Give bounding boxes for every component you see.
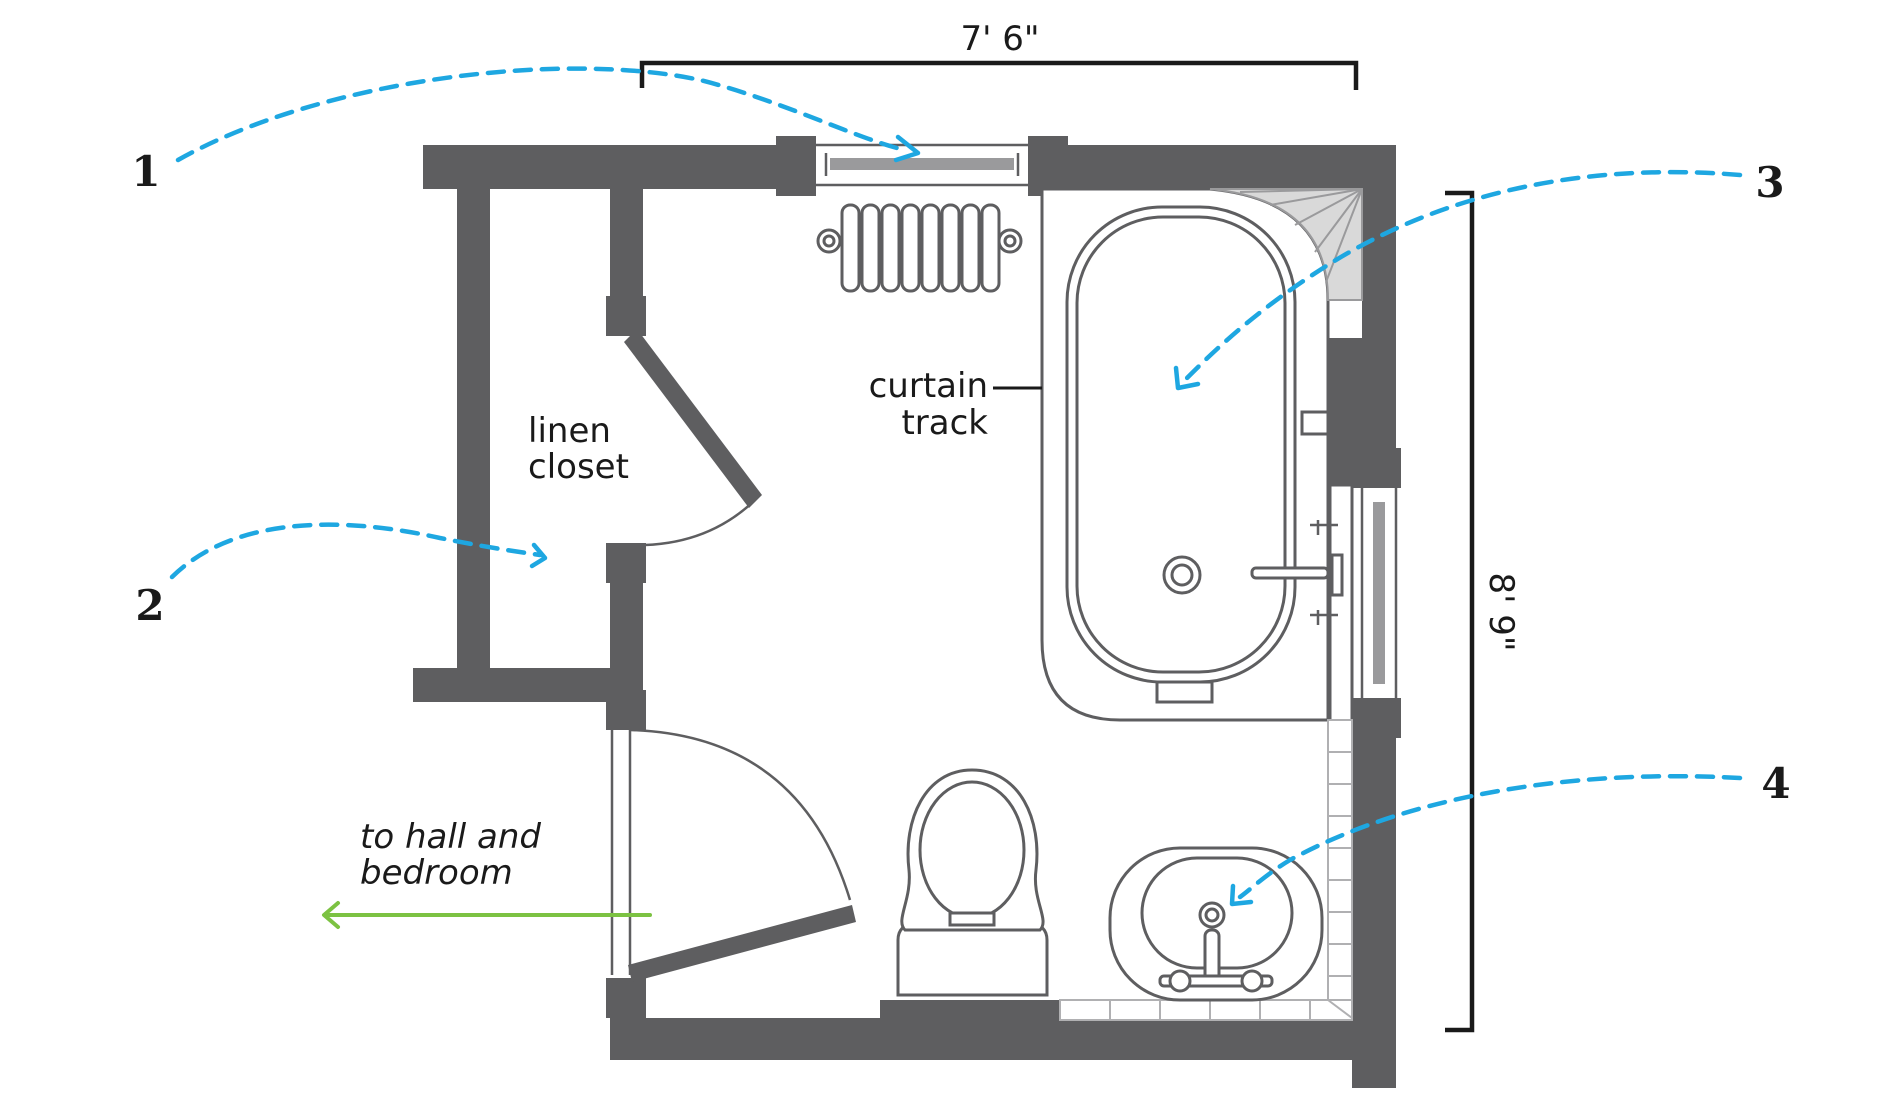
entry-door bbox=[610, 728, 856, 982]
toilet-hinge bbox=[948, 911, 996, 927]
entry-door-leaf bbox=[628, 905, 856, 982]
callout-arrow-3 bbox=[1173, 169, 1743, 391]
hall-label: to hall and bedroom bbox=[360, 817, 541, 893]
window-jamb-right bbox=[1028, 136, 1068, 196]
hall-label-line2: bedroom bbox=[360, 853, 513, 893]
width-dimension: 7' 6" bbox=[639, 19, 1359, 90]
closet-inner-wall-top bbox=[610, 188, 643, 296]
toilet-tank bbox=[896, 921, 1049, 997]
tub-overflow bbox=[1155, 680, 1214, 704]
sink bbox=[1108, 846, 1324, 1002]
closet-outer-wall bbox=[457, 145, 490, 670]
closet-door-jamb-bottom bbox=[606, 543, 646, 583]
closet-door-leaf bbox=[624, 329, 762, 508]
linen-closet-label: linen closet bbox=[528, 411, 629, 487]
linen-closet-door bbox=[624, 329, 762, 547]
closet-door-jamb-top bbox=[606, 296, 646, 336]
hall-label-line1: to hall and bbox=[360, 817, 541, 857]
callout-arrow-1 bbox=[175, 66, 921, 163]
curtain-track-label: curtain track bbox=[869, 366, 1042, 443]
top-window-glass bbox=[830, 158, 1014, 170]
callout-number-2: 2 bbox=[135, 581, 164, 630]
length-dimension-label: 8' 9" bbox=[1481, 572, 1521, 651]
tub-valve bbox=[1300, 410, 1330, 436]
tub-faucet bbox=[1250, 566, 1330, 580]
exit-arrow-head bbox=[322, 901, 340, 929]
corner-tiles bbox=[1209, 188, 1363, 301]
right-window-jamb-top bbox=[1343, 448, 1401, 488]
wall-tiles bbox=[1059, 719, 1353, 1021]
toilet-bowl-inner bbox=[918, 780, 1026, 920]
top-window bbox=[816, 143, 1028, 187]
window-jamb-left bbox=[776, 136, 816, 196]
curtain-track-label-line1: curtain bbox=[869, 366, 988, 406]
callout-arrow-2 bbox=[169, 522, 548, 580]
bottom-wall-stub bbox=[1352, 1030, 1396, 1088]
radiator bbox=[816, 203, 1023, 293]
top-wall-right bbox=[1060, 145, 1396, 189]
right-window bbox=[1360, 488, 1398, 698]
width-dimension-line bbox=[639, 60, 1359, 90]
curtain-track-label-line2: track bbox=[901, 403, 988, 443]
linen-closet-label-line1: linen bbox=[528, 411, 611, 451]
entry-door-swing bbox=[629, 728, 852, 901]
bathtub bbox=[1040, 187, 1363, 737]
linen-closet-label-line2: closet bbox=[528, 447, 629, 487]
callout-number-4: 4 bbox=[1761, 759, 1790, 808]
exit-arrow bbox=[322, 901, 652, 929]
callout-number-1: 1 bbox=[131, 147, 160, 196]
entry-door-jamb-bottom bbox=[606, 978, 646, 1018]
callout-number-3: 3 bbox=[1755, 158, 1784, 207]
width-dimension-label: 7' 6" bbox=[960, 19, 1039, 59]
closet-bottom-wall bbox=[413, 668, 643, 702]
right-window-glass bbox=[1373, 502, 1385, 684]
closet-door-swing bbox=[627, 499, 756, 547]
length-dimension-line bbox=[1445, 190, 1475, 1033]
bathtub-basin bbox=[1075, 215, 1287, 674]
callout-arrow-4 bbox=[1229, 773, 1743, 907]
closet-inner-wall-bottom bbox=[610, 583, 643, 693]
toilet bbox=[896, 768, 1049, 997]
entry-door-jamb-top bbox=[606, 690, 646, 730]
length-dimension: 8' 9" bbox=[1445, 190, 1521, 1033]
right-wall-bottom bbox=[1352, 735, 1396, 1035]
toilet-chase bbox=[880, 1000, 1060, 1030]
walls bbox=[413, 136, 1401, 1088]
